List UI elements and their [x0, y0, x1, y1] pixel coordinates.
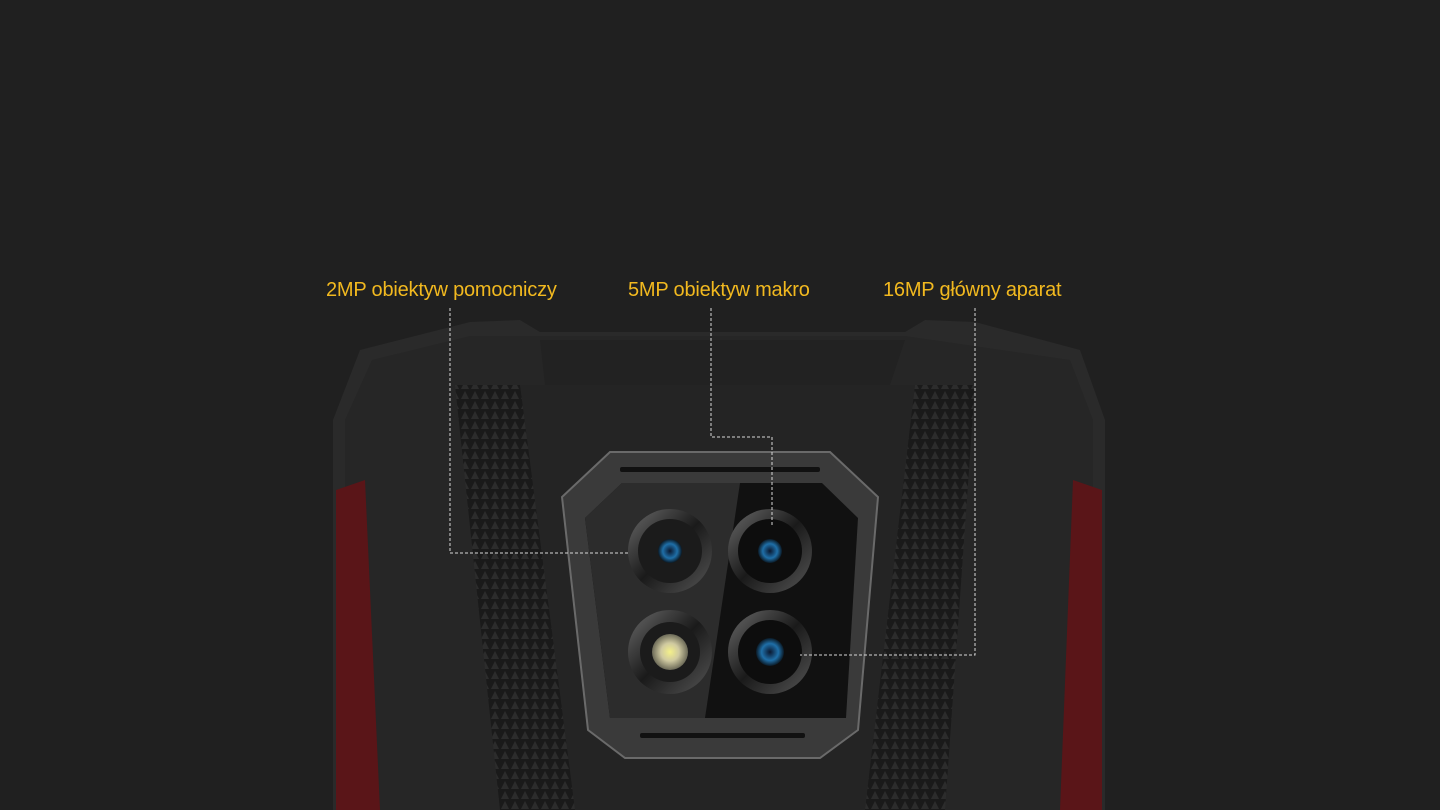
label-main-camera: 16MP główny aparat [883, 279, 1062, 301]
label-macro-lens: 5MP obiektyw makro [628, 279, 810, 301]
flash [628, 610, 712, 694]
auxiliary-lens [628, 509, 712, 593]
label-auxiliary-lens: 2MP obiektyw pomocniczy [326, 279, 557, 301]
leader-line-main [800, 308, 976, 656]
camera-module [560, 451, 880, 759]
main-lens [728, 610, 812, 694]
macro-lens [728, 509, 812, 593]
leader-lines [449, 308, 976, 656]
leader-line-auxiliary [449, 308, 628, 554]
